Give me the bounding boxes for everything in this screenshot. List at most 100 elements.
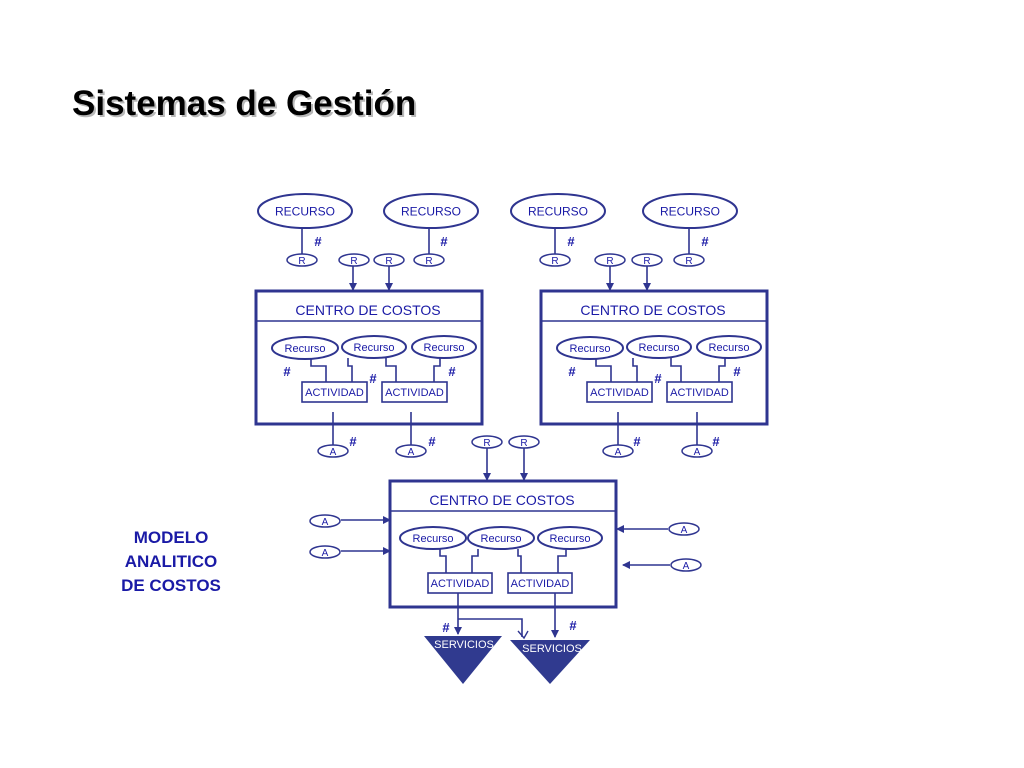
cost-center-2-title: CENTRO DE COSTOS — [580, 302, 725, 318]
a-hash-3: # — [633, 434, 641, 449]
model-label-line-1: MODELO — [133, 528, 209, 547]
cost-center-3-link-4 — [557, 549, 567, 573]
a-oval-out-1-label: A — [330, 447, 337, 458]
cost-center-3-activity-2-label: ACTIVIDAD — [511, 578, 570, 590]
top-hash-4: # — [701, 234, 709, 249]
top-resource-oval-2-label: RECURSO — [401, 204, 461, 218]
top-resource-oval-4-label: RECURSO — [660, 204, 720, 218]
r-oval-top-3-label: R — [385, 256, 392, 267]
cost-center-1-hash-2: # — [369, 371, 377, 386]
r-oval-top-7-label: R — [643, 256, 650, 267]
service-link-2 — [458, 618, 523, 637]
service-triangle-2 — [510, 640, 590, 684]
cost-center-3-activity-2 — [507, 572, 573, 594]
model-label-line-3: DE COSTOS — [121, 576, 221, 595]
model-label: MODELO ANALITICO DE COSTOS — [96, 526, 246, 598]
page-title: Sistemas de Gestión — [72, 84, 417, 123]
cost-center-1-resource-2 — [341, 335, 407, 359]
a-hash-4: # — [712, 434, 720, 449]
cost-center-3-resource-3 — [537, 526, 603, 550]
r-oval-top-8 — [673, 253, 705, 267]
r-oval-bottom-1-label: R — [483, 438, 490, 449]
cost-center-2-resource-1-label: Recurso — [570, 343, 611, 355]
cost-center-1-resource-3-label: Recurso — [424, 342, 465, 354]
r-oval-top-5-label: R — [551, 256, 558, 267]
cost-center-3-link-2 — [471, 549, 479, 573]
a-oval-in-right-1 — [668, 522, 700, 536]
a-oval-out-3 — [602, 444, 634, 458]
cost-center-2-hash-2: # — [654, 371, 662, 386]
cost-center-2-link-2 — [632, 358, 638, 382]
cost-center-1-activity-1 — [301, 381, 368, 403]
a-hash-2: # — [428, 434, 436, 449]
a-oval-in-right-2 — [670, 558, 702, 572]
cost-center-2-resource-3-label: Recurso — [709, 342, 750, 354]
a-oval-in-right-1-label: A — [681, 525, 688, 536]
service-hash-2: # — [569, 618, 577, 633]
cost-center-1-activity-1-label: ACTIVIDAD — [305, 387, 364, 399]
cost-center-3-resource-1-label: Recurso — [413, 533, 454, 545]
r-oval-top-6-label: R — [606, 256, 613, 267]
cost-center-3-resource-1 — [399, 526, 467, 550]
cost-center-2-hash-3: # — [733, 364, 741, 379]
top-resource-oval-2 — [383, 193, 479, 229]
cost-center-1-activity-2 — [381, 381, 448, 403]
top-resource-oval-4 — [642, 193, 738, 229]
service-triangle-1 — [424, 636, 502, 684]
service-arrow-2-head — [517, 630, 529, 640]
a-oval-in-left-1 — [309, 514, 341, 528]
r-oval-top-4 — [413, 253, 445, 267]
cost-center-2-hash-1: # — [568, 364, 576, 379]
service-hash-1: # — [442, 620, 450, 635]
cost-center-2-link-3 — [670, 358, 682, 382]
cost-center-3-link-1 — [439, 549, 447, 573]
cost-center-3-activity-1-label: ACTIVIDAD — [431, 578, 490, 590]
cost-center-2-activity-1-label: ACTIVIDAD — [590, 387, 649, 399]
a-oval-in-left-2 — [309, 545, 341, 559]
cost-center-1-link-4 — [433, 358, 441, 382]
cost-center-3-resource-2-label: Recurso — [481, 533, 522, 545]
r-oval-top-8-label: R — [685, 256, 692, 267]
top-resource-oval-1-label: RECURSO — [275, 204, 335, 218]
top-resource-oval-3-label: RECURSO — [528, 204, 588, 218]
top-resource-oval-1 — [257, 193, 353, 229]
cost-center-1-resource-3 — [411, 335, 477, 359]
cost-center-2-resource-2-label: Recurso — [639, 342, 680, 354]
a-oval-in-left-2-label: A — [322, 548, 329, 559]
r-oval-top-2 — [338, 253, 370, 267]
r-oval-top-1-label: R — [298, 256, 305, 267]
cost-center-2-resource-2 — [626, 335, 692, 359]
cost-center-3-link-3 — [517, 549, 522, 573]
top-hash-1: # — [314, 234, 322, 249]
cost-center-1-title: CENTRO DE COSTOS — [295, 302, 440, 318]
cost-center-1-hash-3: # — [448, 364, 456, 379]
top-hash-2: # — [440, 234, 448, 249]
cost-center-1-resource-1 — [271, 336, 339, 360]
a-oval-in-left-1-label: A — [322, 517, 329, 528]
a-oval-out-2-label: A — [408, 447, 415, 458]
cost-center-1-hash-1: # — [283, 364, 291, 379]
a-oval-out-4-label: A — [694, 447, 701, 458]
r-oval-top-1 — [286, 253, 318, 267]
cost-center-2-link-4 — [718, 358, 726, 382]
cost-center-1-activity-2-label: ACTIVIDAD — [385, 387, 444, 399]
cost-center-2-resource-3 — [696, 335, 762, 359]
cost-center-2-activity-1 — [586, 381, 653, 403]
r-oval-top-4-label: R — [425, 256, 432, 267]
cost-center-1-resource-2-label: Recurso — [354, 342, 395, 354]
r-oval-top-5 — [539, 253, 571, 267]
cost-center-3-resource-2 — [467, 526, 535, 550]
model-label-line-2: ANALITICO — [124, 552, 218, 571]
a-oval-in-right-2-label: A — [683, 561, 690, 572]
service-label-2: SERVICIOS — [522, 643, 582, 655]
cost-center-1-link-3 — [385, 358, 397, 382]
cost-center-2-activity-2 — [666, 381, 733, 403]
cost-center-1-link-1 — [310, 359, 327, 382]
a-hash-1: # — [349, 434, 357, 449]
cost-center-2-link-1 — [595, 359, 612, 382]
top-resource-oval-3 — [510, 193, 606, 229]
cost-center-2-activity-2-label: ACTIVIDAD — [670, 387, 729, 399]
cost-center-2-resource-1 — [556, 336, 624, 360]
a-oval-out-3-label: A — [615, 447, 622, 458]
